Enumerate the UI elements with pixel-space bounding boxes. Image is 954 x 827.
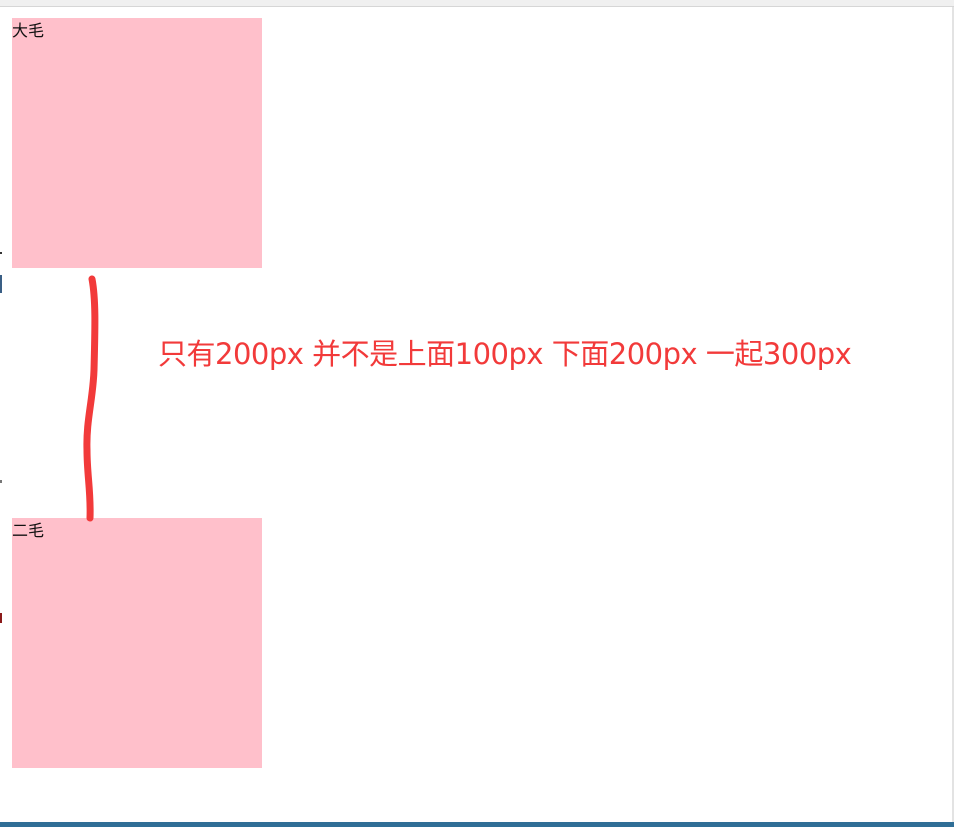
window-right-edge	[952, 7, 954, 822]
left-edge-fragment	[0, 252, 2, 254]
window-top-border	[0, 0, 954, 7]
box-label: 二毛	[12, 521, 45, 540]
taskbar-strip	[0, 822, 954, 827]
pink-box-ermao: 二毛	[12, 518, 262, 768]
left-edge-fragment	[0, 480, 2, 483]
left-edge-fragment	[0, 613, 2, 623]
box-label: 大毛	[12, 21, 45, 40]
margin-collapse-annotation: 只有200px 并不是上面100px 下面200px 一起300px	[158, 337, 852, 371]
pink-box-damao: 大毛	[12, 18, 262, 268]
left-edge-fragment	[0, 275, 2, 293]
